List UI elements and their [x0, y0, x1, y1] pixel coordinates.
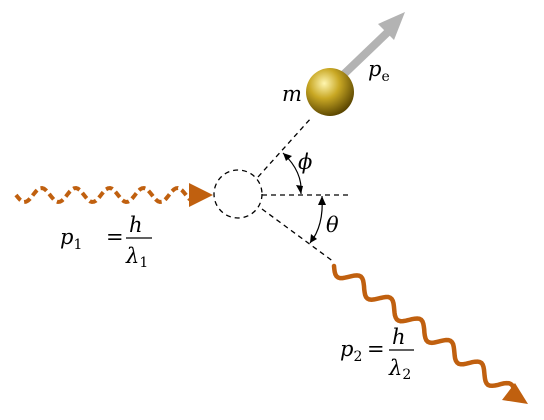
svg-text:h: h — [129, 213, 143, 237]
mass-label: m — [282, 82, 302, 106]
scattering-target-circle — [213, 169, 263, 219]
svg-text:λ1: λ1 — [125, 244, 148, 271]
incoming-photon-arrowhead — [189, 183, 213, 207]
scattered-photon-wave — [331, 263, 516, 390]
incoming-photon-momentum-formula: p1 = h λ1 — [60, 213, 152, 271]
electron-momentum-label: pe — [368, 57, 390, 85]
electron-path-line — [257, 116, 313, 178]
incoming-photon-wave — [14, 185, 192, 205]
electron-momentum-arrowhead — [378, 12, 405, 40]
theta-arrowhead — [318, 196, 326, 205]
theta-arrowhead-lower — [310, 234, 317, 243]
svg-text:=: = — [106, 225, 124, 249]
phi-arrowhead-lower — [296, 185, 303, 194]
electron-momentum-arrow-shaft — [340, 27, 393, 78]
svg-text:λ2: λ2 — [388, 356, 411, 383]
phi-label: ϕ — [298, 150, 312, 174]
photon-path-line — [261, 208, 335, 263]
svg-text:h: h — [392, 325, 406, 349]
svg-text:p1: p1 — [60, 225, 82, 253]
scattered-photon-arrowhead — [502, 383, 528, 404]
svg-text:p2: p2 — [340, 337, 362, 365]
svg-text:=: = — [367, 337, 385, 361]
electron-sphere — [306, 68, 354, 116]
phi-arrowhead — [283, 153, 292, 161]
scattered-photon-momentum-formula: p2 = h λ2 — [340, 325, 414, 383]
theta-label: θ — [326, 213, 339, 237]
